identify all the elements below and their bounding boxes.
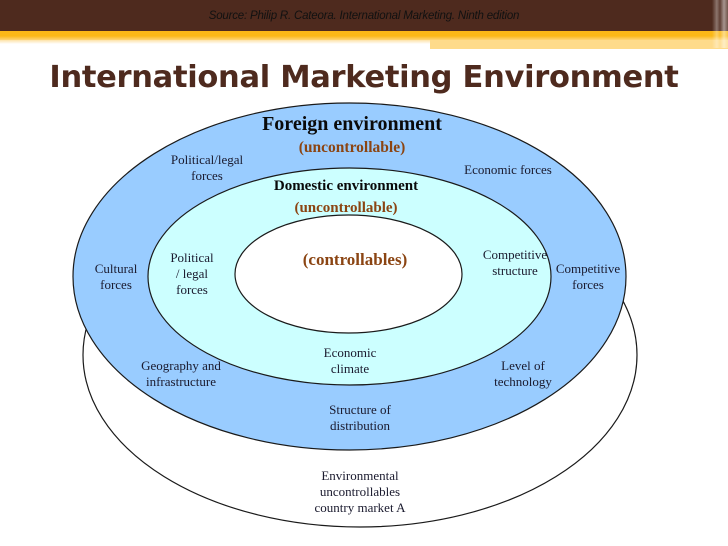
source-citation: Source: Philip R. Cateora. International… — [208, 10, 520, 22]
header-accent-fade — [0, 40, 430, 44]
foreign-uncontrollable-label: (uncontrollable) — [298, 139, 406, 156]
slide-title: International Marketing Environment — [49, 60, 679, 95]
controllables-label: (controllables) — [302, 250, 408, 269]
domestic-environment-heading: Domestic environment — [273, 178, 419, 194]
header-accent-bar — [0, 31, 728, 40]
header-right-stripes — [712, 0, 728, 48]
domestic-uncontrollable-label: (uncontrollable) — [294, 200, 398, 216]
header-light-strip — [430, 40, 728, 49]
controllables-ellipse — [234, 214, 463, 334]
foreign-environment-heading: Foreign environment — [262, 113, 442, 135]
foreign-economic-forces-label: Economic forces — [464, 162, 552, 177]
header-bar — [0, 0, 728, 31]
